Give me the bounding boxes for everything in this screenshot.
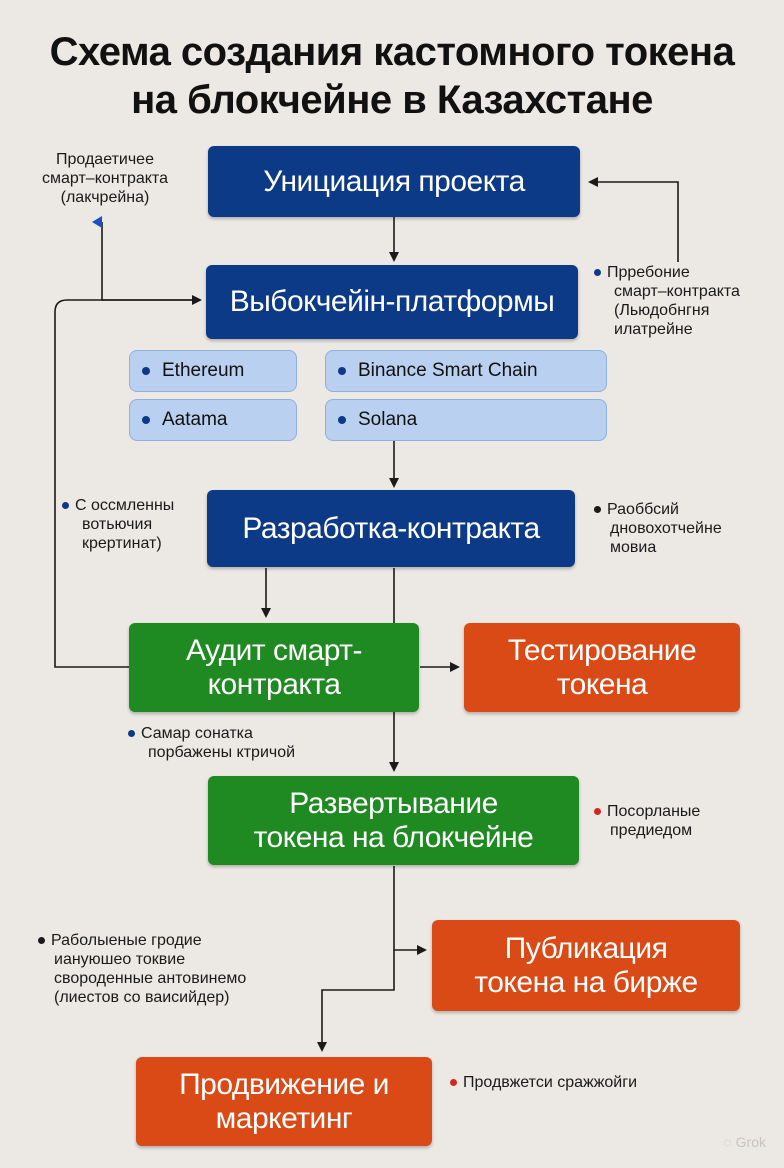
arrow-to-promotion	[317, 950, 395, 1052]
platform-label: Solana	[358, 409, 418, 430]
title-line-1: Схема создания кастомного токена	[49, 30, 735, 74]
bullet-icon	[594, 808, 601, 816]
platform-solana: Solana	[325, 399, 607, 441]
note-line: вотьючия	[82, 516, 153, 533]
platform-label: Binance Smart Chain	[358, 360, 538, 381]
bullet-icon	[38, 937, 45, 945]
note-line: Посорланые	[607, 803, 701, 820]
note-line: С оссмленны	[75, 497, 175, 514]
note-line: Продаетичее	[56, 151, 154, 168]
bullet-icon	[142, 416, 150, 424]
bullet-icon	[128, 730, 135, 738]
box-audit: Аудит смарт-контракта	[129, 623, 419, 712]
note-left-2: С оссмленны вотьючия крертинат)	[62, 496, 174, 553]
bullet-icon	[594, 506, 601, 514]
box-publication: Публикация токена на бирже	[432, 920, 740, 1011]
note-line: Прребоние	[607, 264, 690, 281]
note-top-left: Продаетичее смарт–контракта (лакчрейна)	[30, 150, 180, 207]
bullet-icon	[338, 416, 346, 424]
note-right-2: Раоббсий дновохотчейне мовиа	[594, 500, 722, 557]
note-audit: Самар сонатка порбажены ктричой	[128, 724, 295, 762]
box-initiation: Унициация проекта	[208, 146, 580, 217]
note-line: смарт–контракта	[42, 170, 168, 187]
note-line: порбажены ктричой	[148, 744, 296, 761]
note-line: крертинат)	[82, 535, 162, 552]
arrow-deploy-to-pub	[393, 866, 427, 955]
brand-label: Grok	[735, 1134, 766, 1150]
bullet-icon	[62, 502, 69, 510]
arrow-left-loop	[54, 295, 202, 668]
note-line: (лиестов со ваисийдер)	[54, 989, 230, 1006]
note-right-5: Продвжетси сражжойги	[450, 1073, 637, 1092]
note-line: Самар сонатка	[141, 725, 253, 742]
platform-label: Aatama	[162, 409, 228, 430]
arrow-right-loop	[588, 177, 679, 262]
platform-label: Ethereum	[162, 360, 245, 381]
box-deployment: Развертывание токена на блокчейне	[208, 776, 579, 865]
note-line: дновохотчейне	[610, 520, 722, 537]
box-promotion: Продвижение и маркетинг	[136, 1057, 432, 1146]
box-deployment-label: Развертывание токена на блокчейне	[253, 786, 534, 854]
box-testing: Тестирование токена	[464, 623, 740, 712]
note-line: предиедом	[610, 822, 693, 839]
note-line: иануюшео токвие	[54, 951, 186, 968]
bullet-icon	[338, 367, 346, 375]
platform-bsc: Binance Smart Chain	[325, 350, 607, 392]
note-left-4: Раболыеные гродие иануюшео токвие свород…	[38, 931, 246, 1007]
box-audit-label: Аудит смарт-контракта	[185, 633, 363, 701]
arrow-top-left-loop	[92, 216, 200, 301]
platform-aatama: Aatama	[129, 399, 297, 441]
note-right-3: Посорланые предиедом	[594, 802, 700, 840]
note-line: мовиа	[610, 539, 657, 556]
brand-watermark: ◌ Grok	[723, 1134, 766, 1150]
note-line: Раоббсий	[607, 501, 679, 518]
title-line-2: на блокчейне в Казахстане	[131, 78, 653, 122]
platform-ethereum: Ethereum	[129, 350, 297, 392]
note-line: смарт–контракта	[614, 283, 740, 300]
bullet-icon	[450, 1079, 457, 1087]
box-promotion-label: Продвижение и маркетинг	[179, 1067, 389, 1135]
bullet-icon	[142, 367, 150, 375]
note-line: (лакчрейна)	[60, 189, 150, 206]
note-line: Раболыеные гродие	[51, 932, 202, 949]
bullet-icon	[594, 269, 601, 277]
note-line: Продвжетси сражжойги	[463, 1074, 638, 1091]
box-publication-label: Публикация токена на бирже	[474, 931, 698, 999]
note-line: (Льюдобнгня	[614, 302, 710, 319]
note-line: илатрейне	[614, 321, 693, 338]
box-platform: Выбокчейін-платформы	[206, 265, 578, 339]
box-testing-label: Тестирование токена	[507, 633, 697, 701]
grok-logo-icon: ◌	[723, 1134, 736, 1150]
box-development: Разработка-контракта	[207, 490, 575, 567]
note-right-1: Прребоние смарт–контракта (Льюдобнгня ил…	[594, 263, 740, 339]
note-line: свороденные антовинемо	[54, 970, 247, 987]
page-title: Схема создания кастомного токена на блок…	[0, 28, 784, 124]
